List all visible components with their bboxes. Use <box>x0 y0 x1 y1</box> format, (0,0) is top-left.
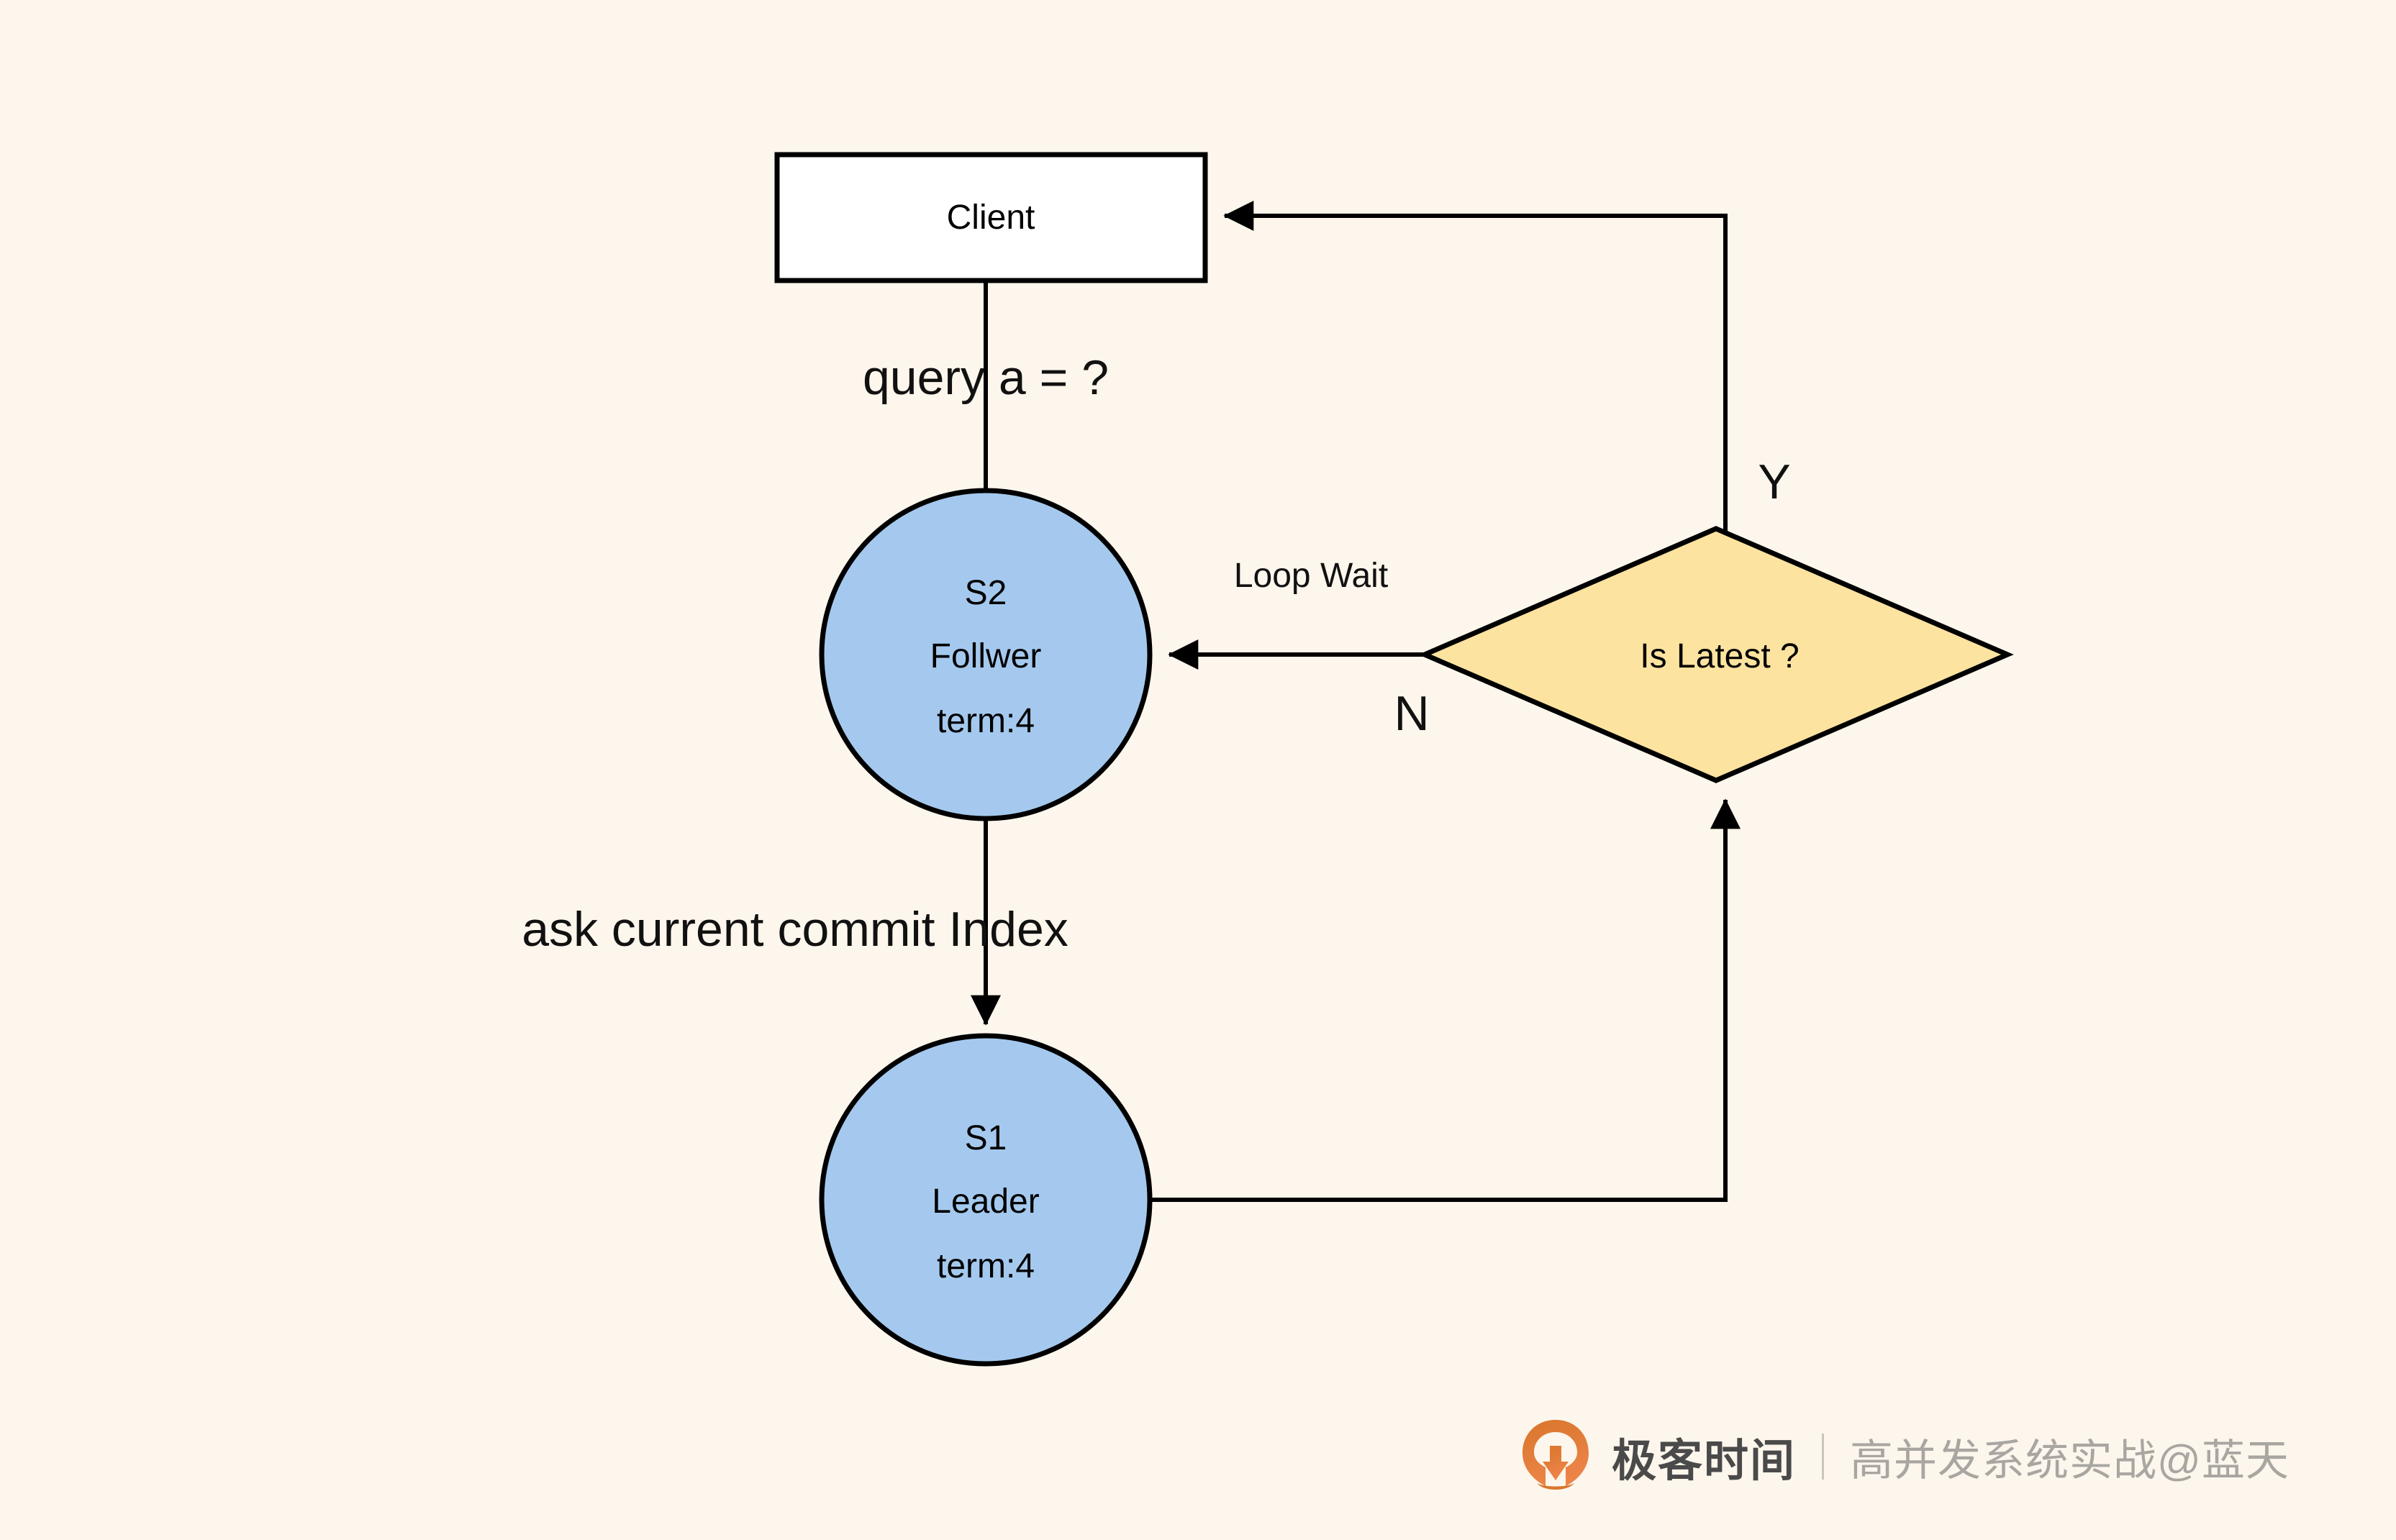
node-s1-role: Leader <box>932 1183 1039 1221</box>
node-s2-term: term:4 <box>937 702 1035 740</box>
node-s2[interactable] <box>819 488 1153 821</box>
node-s1-term: term:4 <box>937 1247 1035 1285</box>
edge-label-loop-wait: Loop Wait <box>1234 557 1388 595</box>
node-s1[interactable] <box>819 1033 1153 1367</box>
node-s2-role: Follwer <box>930 637 1042 675</box>
watermark: 极客时间 高并发系统实战@蓝天 <box>1518 1413 2290 1500</box>
branch-label-no: N <box>1394 686 1429 741</box>
node-s2-name: S2 <box>965 574 1007 612</box>
edge-label-ask-commit-index: ask current commit Index <box>522 902 1068 957</box>
watermark-divider <box>1822 1434 1825 1480</box>
edge-is-latest-yes-to-client <box>1223 201 1728 532</box>
watermark-course: 高并发系统实战@蓝天 <box>1850 1436 2290 1485</box>
node-is-latest[interactable] <box>1418 526 2014 783</box>
branch-label-yes: Y <box>1758 455 1790 509</box>
node-is-latest-label: Is Latest ? <box>1640 637 1799 675</box>
edge-label-query: query a = ? <box>863 350 1109 405</box>
geek-time-pin-logo-icon <box>1523 1420 1589 1490</box>
node-s1-name: S1 <box>965 1119 1007 1157</box>
edge-s1-to-is-latest <box>1150 798 1741 1202</box>
node-client[interactable] <box>774 152 1208 283</box>
node-client-label: Client <box>947 199 1035 237</box>
watermark-brand: 极客时间 <box>1612 1436 1797 1486</box>
